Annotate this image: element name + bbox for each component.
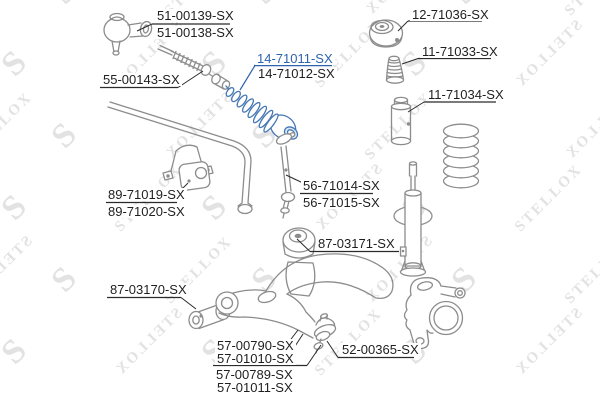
label-strut-mount: 12-71036-SX — [410, 7, 491, 22]
part-axial-joint — [157, 44, 231, 90]
part-steering-knuckle — [403, 277, 466, 350]
part-arm-bushing-front — [282, 227, 316, 297]
part-dust-cover — [390, 96, 412, 146]
label-stab-link-2: 56-71015-SX — [301, 195, 382, 210]
part-ball-joint — [313, 313, 337, 354]
label-control-arm-4: 57-01011-SX — [215, 380, 295, 395]
part-stabilizer-bar — [107, 101, 253, 215]
label-stab-bushing-2: 89-71020-SX — [106, 204, 187, 219]
part-bump-stop — [385, 55, 405, 84]
part-strut — [393, 161, 433, 277]
part-control-arm — [215, 253, 394, 339]
label-dust-cover: 11-71034-SX — [426, 87, 506, 102]
label-arm-bushing-rear: 87-03170-SX — [108, 282, 189, 297]
part-stabilizer-link — [275, 132, 296, 219]
label-steering-boot-1[interactable]: 14-71011-SX — [255, 51, 335, 66]
label-tie-rod-end-1: 51-00139-SX — [155, 8, 236, 23]
label-tie-rod-end-2: 51-00138-SX — [155, 25, 236, 40]
label-control-arm-1: 57-00790-SX — [215, 338, 296, 353]
label-control-arm-3: 57-00789-SX — [214, 367, 295, 382]
part-tie-rod-end — [103, 12, 153, 56]
label-ball-joint: 52-00365-SX — [340, 342, 421, 357]
label-axial-joint: 55-00143-SX — [101, 72, 182, 87]
label-control-arm-2: 57-01010-SX — [215, 351, 296, 366]
label-stab-bushing-1: 89-71019-SX — [106, 187, 187, 202]
label-rules — [100, 20, 496, 367]
part-coil-spring — [442, 123, 480, 189]
label-arm-bushing-front: 87-03171-SX — [316, 236, 397, 251]
label-stab-link-1: 56-71014-SX — [301, 178, 382, 193]
label-bump-stop: 11-71033-SX — [420, 44, 500, 59]
part-strut-mount — [368, 19, 404, 48]
part-stabilizer-bushing — [162, 144, 214, 191]
label-steering-boot-2: 14-71012-SX — [256, 66, 337, 81]
